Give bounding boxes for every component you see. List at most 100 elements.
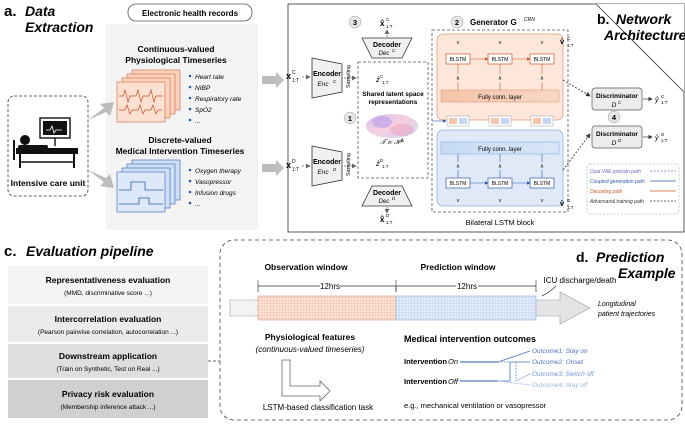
yhat-c-sup: C <box>661 94 665 99</box>
z-c: ẑ <box>375 75 380 84</box>
icu-box <box>7 95 89 197</box>
continuous-item-2: Respiratory rate <box>195 96 242 103</box>
xhat-c-sup: C <box>386 17 390 22</box>
z-d: ẑ <box>375 159 380 168</box>
generator-label: Generator G <box>470 18 517 27</box>
outcome-lines <box>460 350 531 386</box>
panel-c-title: Evaluation pipeline <box>26 243 154 259</box>
prediction-bar <box>395 295 537 321</box>
latent-box <box>357 61 429 179</box>
continuous-sheets-icon <box>116 69 181 123</box>
step-4: 4 <box>612 113 617 122</box>
encoder-c-sup: C <box>333 79 337 84</box>
blstm-d-row: BLSTM BLSTM BLSTM h h h v v v <box>445 154 555 204</box>
encoder-d-sub: Enc <box>317 169 329 176</box>
lstm-task: LSTM-based classification task <box>263 403 374 412</box>
discriminator-d-sup: D <box>618 138 622 143</box>
legend-1: Coupled generation path <box>590 179 645 185</box>
continuous-title-2: Physiological Timeseries <box>125 55 227 65</box>
discrete-item-1: Vasopressor <box>195 179 232 186</box>
outcome-2: Outcome2: Onset <box>532 359 584 366</box>
observation-window: Observation window <box>264 262 348 272</box>
legend-box <box>586 163 680 215</box>
eval-item-2-sub: (Train on Synthetic, Test on Real ...) <box>56 366 159 373</box>
panel-a-letter: a. <box>4 3 17 20</box>
outcome-1: Outcome1: Stay on <box>532 348 588 355</box>
panel-a-title-line2: Extraction <box>25 19 93 35</box>
blstm-d-1-label: BLSTM <box>450 181 467 187</box>
intervention-off-label: Intervention <box>404 377 447 386</box>
outcome-path-4 <box>497 380 531 386</box>
v-c-1: v <box>457 40 460 46</box>
eval-item-0-sub: (MMD, discriminative score ...) <box>64 290 152 297</box>
yhat-d-sub: 1:T <box>661 138 668 143</box>
outcome-path-2 <box>498 361 530 382</box>
encoder-d-sup: D <box>333 167 337 172</box>
input-xd-sup: D <box>292 159 296 165</box>
step-3: 3 <box>353 18 357 27</box>
discriminator-c-label: Discriminator <box>596 93 638 100</box>
discrete-item-0: Oxygen therapy <box>195 168 242 175</box>
panel-c: c. Evaluation pipeline Representativenes… <box>4 243 220 418</box>
panel-b-border <box>287 3 685 233</box>
icu-discharge: ICU discharge/death <box>544 276 617 285</box>
xhat-d: x̂ <box>380 215 385 224</box>
continuous-items: Heart rate NIBP Respiratory rate SpO2 ..… <box>188 74 242 125</box>
panel-d-border <box>219 239 683 421</box>
legend-0: Dual VAE pretrain path <box>590 169 641 175</box>
discrete-item-2: Infusion drugs <box>195 190 237 197</box>
outcome-path-1 <box>497 350 531 363</box>
phys-arrow <box>281 359 331 402</box>
v-d-2: v <box>499 198 502 204</box>
eval-item-3 <box>8 380 208 418</box>
latent-space-symbol: 𝒯 ⋉ ℋᴬ <box>380 138 404 146</box>
discriminator-d-sub: D <box>612 140 617 147</box>
v-d-1: v <box>457 198 460 204</box>
eval-item-2 <box>8 344 208 378</box>
longitudinal-1: Longitudinal <box>598 301 636 308</box>
eval-item-2-title: Downstream application <box>59 351 157 361</box>
legend: Dual VAE pretrain path Coupled generatio… <box>589 169 676 205</box>
z-d-sub: 1:T <box>382 164 389 169</box>
panel-b: b. Network Architecture x C 1:T x D 1:T … <box>286 3 685 233</box>
input-xd: x <box>286 160 291 170</box>
eval-item-1-sub: (Pearson pairwise correlation, autocorre… <box>38 329 178 336</box>
gen-to-disc-d <box>562 133 591 171</box>
blstm-d-3-label: BLSTM <box>534 181 551 187</box>
outcome-3: Outcome3: Switch off <box>532 371 595 378</box>
discrete-to-network-arrow <box>262 160 284 176</box>
encoder-d-label: Encoder <box>313 159 341 166</box>
h-d-2: h <box>499 164 502 170</box>
outcome-4: Outcome4: Stay off <box>532 382 589 389</box>
yhat-c-sub: 1:T <box>661 100 668 105</box>
panel-b-title-2: Architecture <box>603 27 685 43</box>
continuous-item-4: ... <box>195 118 201 125</box>
continuous-item-0: Heart rate <box>195 74 224 81</box>
blstm-c-row: BLSTM BLSTM BLSTM v v v h h h <box>445 40 555 90</box>
discriminator-d <box>591 125 643 149</box>
blstm-c-2-label: BLSTM <box>492 57 509 63</box>
prediction-window: Prediction window <box>420 262 495 272</box>
gen-to-disc-c <box>562 79 591 97</box>
phys-features: Physiological features <box>265 332 355 342</box>
blstm-d-2-label: BLSTM <box>492 181 509 187</box>
continuous-to-network-arrow <box>262 72 284 88</box>
discrete-title-1: Discrete-valued <box>148 135 211 145</box>
fc-layer-d-label: Fully conn. layer <box>478 147 522 153</box>
discrete-items: Oxygen therapy Vasopressor Infusion drug… <box>188 168 242 208</box>
continuous-item-3: SpO2 <box>195 107 212 114</box>
yhat-c: ŷ <box>654 97 659 104</box>
ehr-label: Electronic health records <box>142 9 239 18</box>
decoder-c-sup: C <box>392 48 396 53</box>
shared-latent-2: representations <box>369 99 418 106</box>
xhat-c: x̂ <box>380 19 385 28</box>
generator-sup: CRN <box>524 17 535 23</box>
encoder-c-label: Encoder <box>313 71 341 78</box>
ehr-box <box>127 3 253 22</box>
z-boxes <box>432 115 554 127</box>
continuous-item-1: NIBP <box>195 85 211 92</box>
decoder-d <box>361 185 413 207</box>
decoder-c-label: Decoder <box>373 42 401 49</box>
xhat-c-sub: 1:T <box>386 24 393 29</box>
discrete-item-3: ... <box>195 201 201 208</box>
